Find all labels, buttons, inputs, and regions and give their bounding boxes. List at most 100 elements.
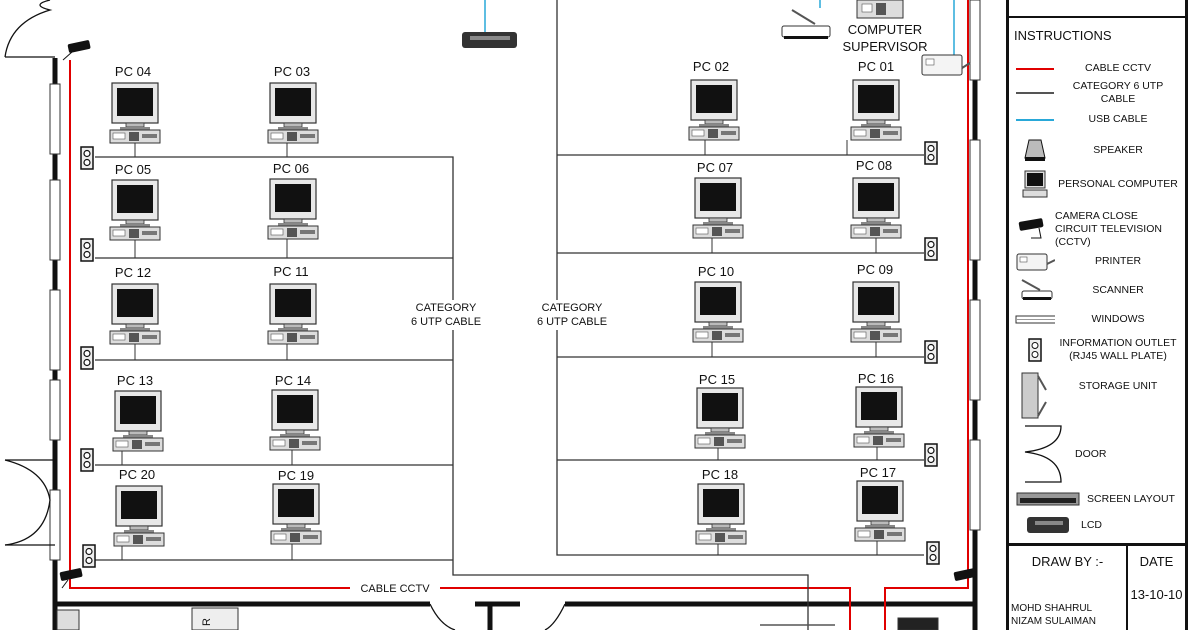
svg-text:PC 01: PC 01 — [858, 59, 894, 74]
door-icon — [4, 459, 51, 546]
cctv-cable — [69, 0, 969, 630]
storage-label-partial: R — [201, 618, 213, 626]
utp-label-right-1: CATEGORY — [542, 302, 603, 314]
legend-panel: INSTRUCTIONS CABLE CCTV CATEGORY 6 UTP C… — [1006, 0, 1188, 630]
legend-item-utp-cable: CATEGORY 6 UTP CABLE — [1015, 80, 1181, 106]
svg-text:PC 15: PC 15 — [699, 372, 735, 387]
lcd-projector-icon — [1015, 516, 1081, 534]
red-line-icon — [1015, 67, 1055, 70]
legend-item-scanner: SCANNER — [1015, 278, 1181, 302]
draw-by-label: DRAW BY :- — [1031, 554, 1104, 569]
legend-item-screen: SCREEN LAYOUT — [1015, 492, 1181, 506]
cctv-camera-icon — [1015, 217, 1055, 242]
floor-plan: CABLE CCTV CATEGORY 6 UTP CABLE CATEGORY… — [4, 0, 981, 630]
blue-line-icon — [1015, 118, 1055, 121]
window-icon — [969, 0, 981, 531]
utp-label-left-2: 6 UTP CABLE — [411, 316, 481, 328]
storage-unit-icon — [56, 609, 80, 630]
storage-box — [191, 607, 239, 630]
storage-unit-icon — [1015, 372, 1055, 420]
pc-19[interactable]: PC 19 — [270, 468, 322, 560]
pc-05[interactable]: PC 05 — [109, 162, 161, 258]
pc-02[interactable]: PC 02 — [688, 59, 740, 155]
pc-11[interactable]: PC 11 — [267, 264, 319, 360]
scanner-icon — [781, 0, 831, 39]
lcd-projector-icon — [462, 0, 517, 48]
svg-text:PC 20: PC 20 — [119, 467, 155, 482]
pc-08[interactable]: PC 08 — [850, 158, 902, 253]
svg-text:PC 11: PC 11 — [273, 264, 308, 279]
supervisor-label-1: COMPUTER — [848, 22, 922, 37]
supervisor-computer[interactable]: COMPUTER SUPERVISOR — [842, 0, 928, 54]
printer-icon — [921, 0, 971, 76]
legend-item-pc: PERSONAL COMPUTER — [1015, 170, 1181, 198]
pc-16[interactable]: PC 16 — [853, 371, 905, 460]
wall-plate-icon — [80, 346, 94, 370]
legend-item-lcd: LCD — [1015, 516, 1181, 534]
pc-18[interactable]: PC 18 — [695, 467, 747, 555]
supervisor-monitor — [897, 617, 939, 630]
svg-text:PC 04: PC 04 — [115, 64, 151, 79]
author-name: MOHD SHAHRUL NIZAM SULAIMAN — [1011, 603, 1097, 627]
utp-cable — [95, 0, 924, 630]
pc-09[interactable]: PC 09 — [850, 262, 902, 357]
wall-plate-icon — [926, 541, 940, 565]
svg-text:PC 06: PC 06 — [273, 161, 309, 176]
pc-06[interactable]: PC 06 — [267, 161, 319, 258]
wall-plate-icon — [80, 448, 94, 472]
supervisor-label-2: SUPERVISOR — [842, 39, 927, 54]
date-cell: DATE 13-10-10 — [1128, 546, 1185, 630]
pc-01[interactable]: PC 01 — [846, 59, 902, 155]
cctv-camera-icon — [62, 39, 91, 61]
svg-text:PC 03: PC 03 — [274, 64, 310, 79]
legend-item-cctv: CAMERA CLOSE CIRCUIT TELEVISION (CCTV) — [1015, 210, 1181, 249]
door-icon — [544, 603, 566, 630]
wall-plate-icon — [924, 141, 938, 165]
svg-text:PC 19: PC 19 — [278, 468, 314, 483]
svg-text:PC 08: PC 08 — [856, 158, 892, 173]
wall-plate-icon — [924, 237, 938, 261]
pc-07[interactable]: PC 07 — [692, 160, 744, 253]
date-label: DATE — [1139, 554, 1174, 569]
pc-03[interactable]: PC 03 — [267, 64, 319, 157]
scanner-icon — [1015, 278, 1055, 302]
wall-plate-icon — [80, 238, 94, 262]
legend-item-windows: WINDOWS — [1015, 313, 1181, 326]
pc-14[interactable]: PC 14 — [269, 373, 321, 465]
pc-15[interactable]: PC 15 — [694, 372, 746, 460]
pc-04[interactable]: PC 04 — [109, 64, 161, 157]
wall-plate-icon — [82, 544, 96, 568]
pc-10[interactable]: PC 10 — [692, 264, 744, 357]
legend-item-printer: PRINTER — [1015, 250, 1181, 272]
wall-plate-icon — [924, 340, 938, 364]
window-icon — [49, 83, 61, 561]
legend-item-door: DOOR — [1015, 424, 1181, 484]
pc-20[interactable]: PC 20 — [113, 467, 165, 560]
svg-text:PC 10: PC 10 — [698, 264, 734, 279]
door-icon — [1015, 424, 1075, 484]
wall-plate-icon — [1015, 338, 1055, 362]
svg-text:PC 05: PC 05 — [115, 162, 151, 177]
draw-by-cell: DRAW BY :- MOHD SHAHRUL NIZAM SULAIMAN — [1009, 546, 1128, 630]
svg-text:PC 02: PC 02 — [693, 59, 729, 74]
date-value: 13-10-10 — [1130, 587, 1183, 602]
pc-17[interactable]: PC 17 — [854, 465, 906, 555]
door-icon — [429, 603, 456, 630]
title-block: DRAW BY :- MOHD SHAHRUL NIZAM SULAIMAN D… — [1009, 543, 1185, 630]
legend-item-storage: STORAGE UNIT — [1015, 372, 1181, 420]
pc-13[interactable]: PC 13 — [112, 373, 164, 465]
cctv-camera-icon — [59, 567, 83, 589]
svg-text:PC 13: PC 13 — [117, 373, 153, 388]
svg-text:PC 07: PC 07 — [697, 160, 733, 175]
legend-item-outlet: INFORMATION OUTLET (RJ45 WALL PLATE) — [1015, 337, 1181, 363]
utp-label-left-1: CATEGORY — [416, 302, 477, 314]
svg-text:PC 16: PC 16 — [858, 371, 894, 386]
legend-item-cctv-cable: CABLE CCTV — [1015, 62, 1181, 75]
window-icon — [1015, 315, 1055, 325]
speaker-icon — [1015, 138, 1055, 162]
legend-header-box — [1009, 0, 1185, 18]
svg-text:PC 17: PC 17 — [860, 465, 896, 480]
pc-12[interactable]: PC 12 — [109, 265, 161, 360]
svg-text:PC 09: PC 09 — [857, 262, 893, 277]
screen-layout-icon — [1015, 492, 1081, 506]
